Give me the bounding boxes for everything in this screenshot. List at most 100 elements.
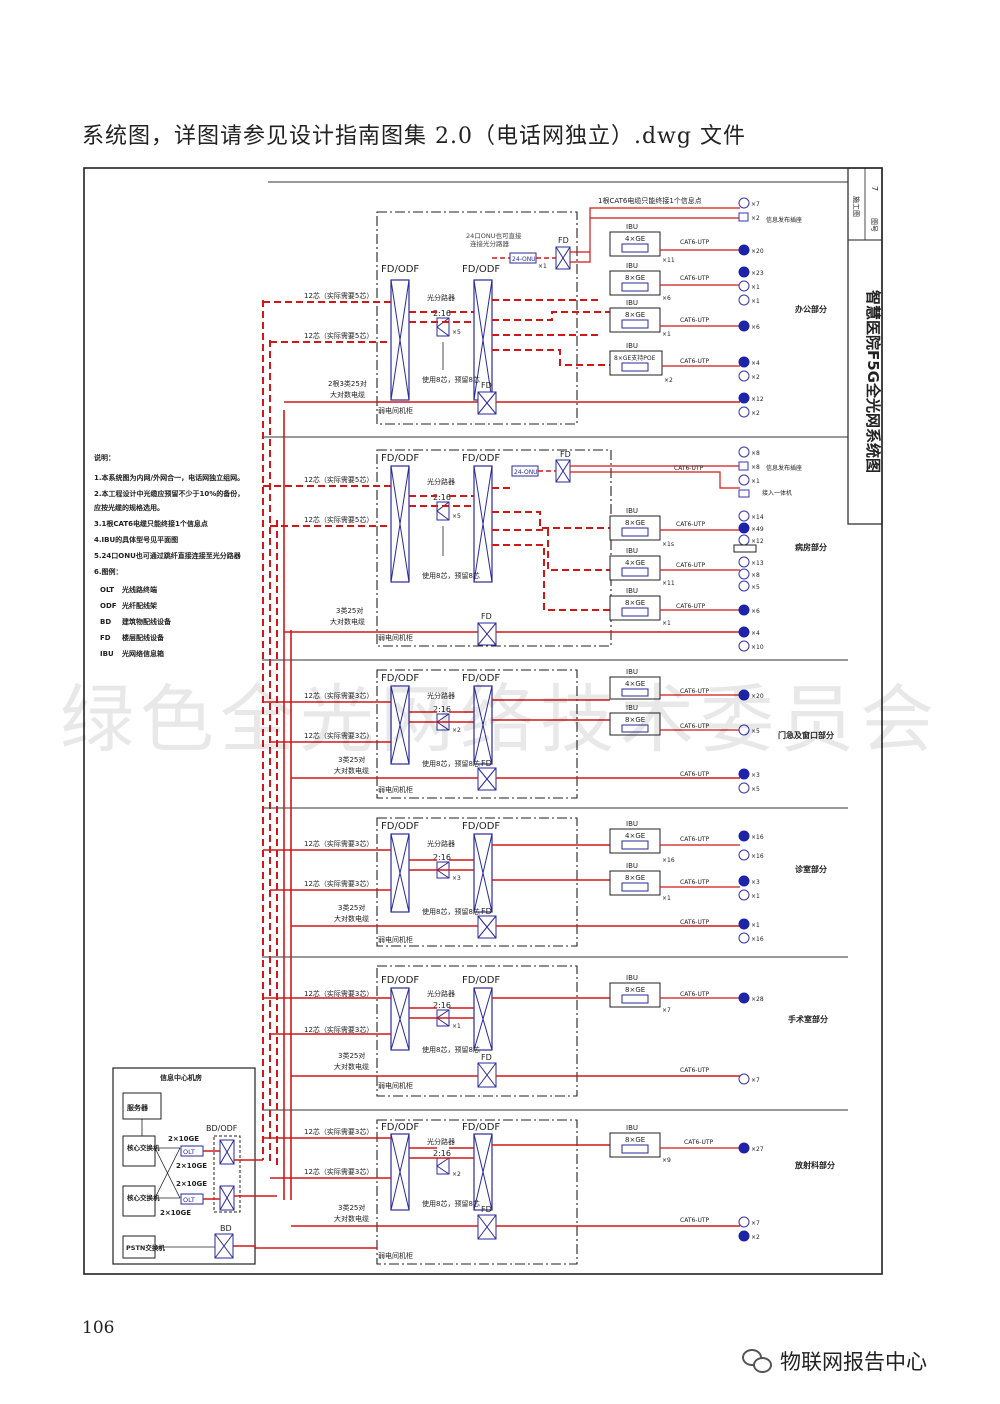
svg-text:8×GE: 8×GE [625, 1136, 645, 1144]
svg-text:12芯（实际需要3芯）: 12芯（实际需要3芯） [304, 839, 373, 848]
notes-block: 说明： 1.本系统图为内网/外网合一，电话网独立组网。 2.本工程设计中光缆应预… [94, 453, 244, 658]
svg-text:1根CAT6电缆只能终接1个信息点: 1根CAT6电缆只能终接1个信息点 [598, 196, 702, 205]
svg-text:×2: ×2 [751, 410, 760, 417]
svg-text:使用8芯，预留8芯: 使用8芯，预留8芯 [422, 571, 480, 580]
svg-text:FD/ODF: FD/ODF [381, 821, 419, 832]
svg-text:CAT6-UTP: CAT6-UTP [676, 521, 706, 528]
information-outlets: ×7 ×2 ×20 ×23 ×1 ×1 ×6 ×4 ×2 ×12 ×2 ×8 ×… [733, 197, 764, 1242]
svg-text:CAT6-UTP: CAT6-UTP [680, 239, 710, 246]
svg-text:IBU: IBU [626, 704, 638, 712]
svg-text:FD: FD [481, 759, 492, 768]
svg-text:IBU: IBU [626, 262, 638, 270]
svg-text:×23: ×23 [751, 270, 764, 277]
svg-text:×28: ×28 [751, 996, 764, 1003]
svg-text:3类25对: 3类25对 [338, 1203, 365, 1212]
svg-text:×1: ×1 [662, 620, 671, 627]
svg-text:×10: ×10 [751, 644, 764, 651]
page-number: 106 [82, 1318, 115, 1338]
svg-text:×5: ×5 [751, 584, 760, 591]
svg-text:12芯（实际需要3芯）: 12芯（实际需要3芯） [304, 1127, 373, 1136]
svg-text:FD/ODF: FD/ODF [462, 264, 500, 275]
svg-text:4.IBU的具体型号见平面图: 4.IBU的具体型号见平面图 [94, 535, 178, 544]
svg-text:光纤配线架: 光纤配线架 [121, 601, 157, 610]
svg-text:弱电间机柜: 弱电间机柜 [378, 935, 413, 944]
svg-text:FD/ODF: FD/ODF [462, 975, 500, 986]
svg-text:24口ONU也可直接: 24口ONU也可直接 [466, 231, 522, 240]
svg-text:12芯（实际需要3芯）: 12芯（实际需要3芯） [304, 879, 373, 888]
svg-text:门急及窗口部分: 门急及窗口部分 [778, 730, 834, 740]
svg-text:8×GE: 8×GE [625, 311, 645, 319]
svg-text:CAT6-UTP: CAT6-UTP [680, 879, 710, 886]
svg-text:8×GE: 8×GE [625, 874, 645, 882]
svg-text:IBU: IBU [626, 587, 638, 595]
svg-text:×6: ×6 [751, 608, 760, 615]
svg-text:×1: ×1 [751, 893, 760, 900]
svg-text:手术室部分: 手术室部分 [788, 1014, 828, 1024]
svg-text:×6: ×6 [662, 295, 671, 302]
svg-text:12芯（实际需要3芯）: 12芯（实际需要3芯） [304, 989, 373, 998]
svg-text:×1: ×1 [751, 922, 760, 929]
svg-text:CAT6-UTP: CAT6-UTP [680, 919, 710, 926]
svg-text:FD: FD [100, 634, 111, 642]
svg-text:FD: FD [481, 381, 492, 390]
svg-text:1.本系统图为内网/外网合一，电话网独立组网。: 1.本系统图为内网/外网合一，电话网独立组网。 [94, 473, 244, 482]
svg-text:3类25对: 3类25对 [338, 903, 365, 912]
svg-text:核心交换机: 核心交换机 [127, 1143, 160, 1152]
svg-text:×5: ×5 [452, 513, 461, 520]
svg-text:×11: ×11 [662, 580, 675, 587]
svg-text:12芯（实际需要5芯）: 12芯（实际需要5芯） [304, 331, 373, 340]
svg-text:FD/ODF: FD/ODF [381, 673, 419, 684]
svg-text:OLT: OLT [100, 586, 114, 594]
svg-text:FD: FD [560, 450, 571, 459]
svg-text:弱电间机柜: 弱电间机柜 [378, 633, 413, 642]
svg-text:FD/ODF: FD/ODF [462, 673, 500, 684]
svg-text:×4: ×4 [751, 360, 760, 367]
svg-text:FD/ODF: FD/ODF [462, 453, 500, 464]
svg-text:×2: ×2 [452, 1171, 461, 1178]
svg-text:2×10GE: 2×10GE [160, 1209, 191, 1217]
svg-text:×2: ×2 [664, 377, 673, 384]
svg-text:CAT6-UTP: CAT6-UTP [684, 1139, 714, 1146]
svg-text:病房部分: 病房部分 [795, 542, 827, 552]
svg-text:×6: ×6 [751, 324, 760, 331]
svg-text:CAT6-UTP: CAT6-UTP [680, 275, 710, 282]
svg-text:×13: ×13 [751, 560, 764, 567]
svg-text:×7: ×7 [751, 1077, 760, 1084]
svg-text:BD/ODF: BD/ODF [206, 1124, 238, 1133]
svg-text:CAT6-UTP: CAT6-UTP [676, 562, 706, 569]
svg-text:说明：: 说明： [94, 453, 115, 462]
svg-text:大对数电缆: 大对数电缆 [334, 914, 369, 923]
svg-text:12芯（实际需要3芯）: 12芯（实际需要3芯） [304, 731, 373, 740]
svg-text:FD/ODF: FD/ODF [381, 1122, 419, 1133]
svg-text:×9: ×9 [662, 1157, 671, 1164]
svg-text:12芯（实际需要5芯）: 12芯（实际需要5芯） [304, 291, 373, 300]
svg-text:光线路终端: 光线路终端 [121, 585, 157, 594]
svg-text:CAT6-UTP: CAT6-UTP [680, 991, 710, 998]
svg-text:IBU: IBU [626, 299, 638, 307]
svg-text:4×GE: 4×GE [625, 680, 645, 688]
svg-text:弱电间机柜: 弱电间机柜 [378, 1251, 413, 1260]
svg-text:IBU: IBU [626, 974, 638, 982]
svg-text:IBU: IBU [100, 650, 114, 658]
svg-text:IBU: IBU [626, 223, 638, 231]
svg-text:CAT6-UTP: CAT6-UTP [680, 688, 710, 695]
svg-text:BD: BD [220, 1224, 232, 1233]
svg-text:6.图例：: 6.图例： [94, 567, 123, 576]
svg-text:×20: ×20 [751, 248, 764, 255]
svg-text:×16: ×16 [751, 936, 764, 943]
svg-text:IBU: IBU [626, 547, 638, 555]
svg-text:CAT6-UTP: CAT6-UTP [680, 1217, 710, 1224]
svg-text:×20: ×20 [751, 693, 764, 700]
zone-office: FD/ODF FD/ODF 24口ONU也可直接 连接光分路器 光分路器 2:1… [263, 196, 827, 425]
svg-text:使用8芯，预留8芯: 使用8芯，预留8芯 [422, 1199, 480, 1208]
title-block-field3: 7 [870, 186, 879, 191]
svg-text:BD: BD [100, 618, 111, 626]
svg-text:光分路器: 光分路器 [427, 477, 455, 486]
svg-text:12芯（实际需要5芯）: 12芯（实际需要5芯） [304, 475, 373, 484]
svg-text:光分路器: 光分路器 [427, 839, 455, 848]
svg-text:大对数电缆: 大对数电缆 [330, 390, 365, 399]
wechat-attribution: 物联网报告中心 [742, 1346, 927, 1376]
svg-text:×8: ×8 [751, 450, 760, 457]
svg-text:ODF: ODF [100, 602, 117, 610]
